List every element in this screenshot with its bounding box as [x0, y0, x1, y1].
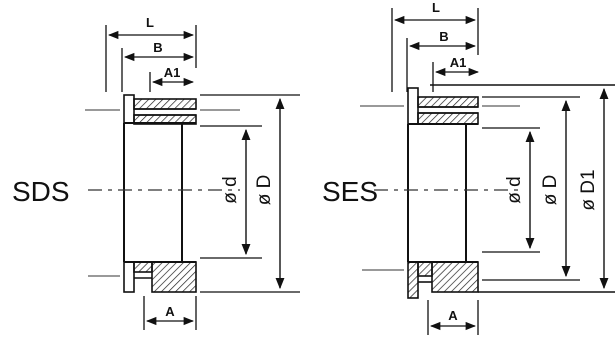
ses-label-D: ø D [540, 175, 561, 206]
sds-label-a: A [165, 304, 175, 319]
sds-body-outline [123, 122, 196, 263]
sds-bolt-axis [85, 109, 240, 277]
sds-drawing: SDS L B A1 A ø d ø D [12, 15, 300, 330]
ses-section-bottom [407, 261, 615, 299]
ses-series-label: SES [322, 176, 378, 207]
ses-label-d: ø d [504, 176, 525, 203]
ses-label-a1: A1 [450, 55, 467, 70]
sds-label-l: L [146, 15, 154, 30]
ses-dimension-a1 [432, 62, 480, 92]
sds-label-a1: A1 [164, 65, 181, 80]
sds-series-label: SDS [12, 176, 70, 207]
sds-label-D: ø D [254, 175, 275, 206]
ses-extension-lines [482, 96, 580, 281]
sds-dimension-l [105, 25, 197, 92]
ses-label-b: B [439, 29, 448, 44]
sds-extension-lines [200, 94, 300, 293]
sds-dimension-a1 [149, 72, 195, 92]
ses-dimension-l [391, 8, 479, 92]
sds-section-bottom [123, 261, 197, 293]
ses-bolt-axis [360, 105, 520, 271]
sds-dimension-b [121, 48, 195, 92]
ses-label-l: L [432, 0, 440, 15]
sds-section-top [123, 94, 197, 125]
sds-label-b: B [153, 40, 162, 55]
ses-section-top [407, 84, 615, 125]
ses-body-outline [407, 123, 478, 263]
ses-label-a: A [448, 308, 458, 323]
ses-drawing: SES L B A1 A ø d ø D ø D1 [322, 0, 615, 335]
ses-dimension-b [406, 38, 477, 92]
ses-dimension-a [427, 300, 479, 335]
sds-label-d: ø d [220, 176, 241, 203]
ses-label-D1: ø D1 [578, 169, 599, 210]
sds-dimension-a [143, 296, 197, 330]
